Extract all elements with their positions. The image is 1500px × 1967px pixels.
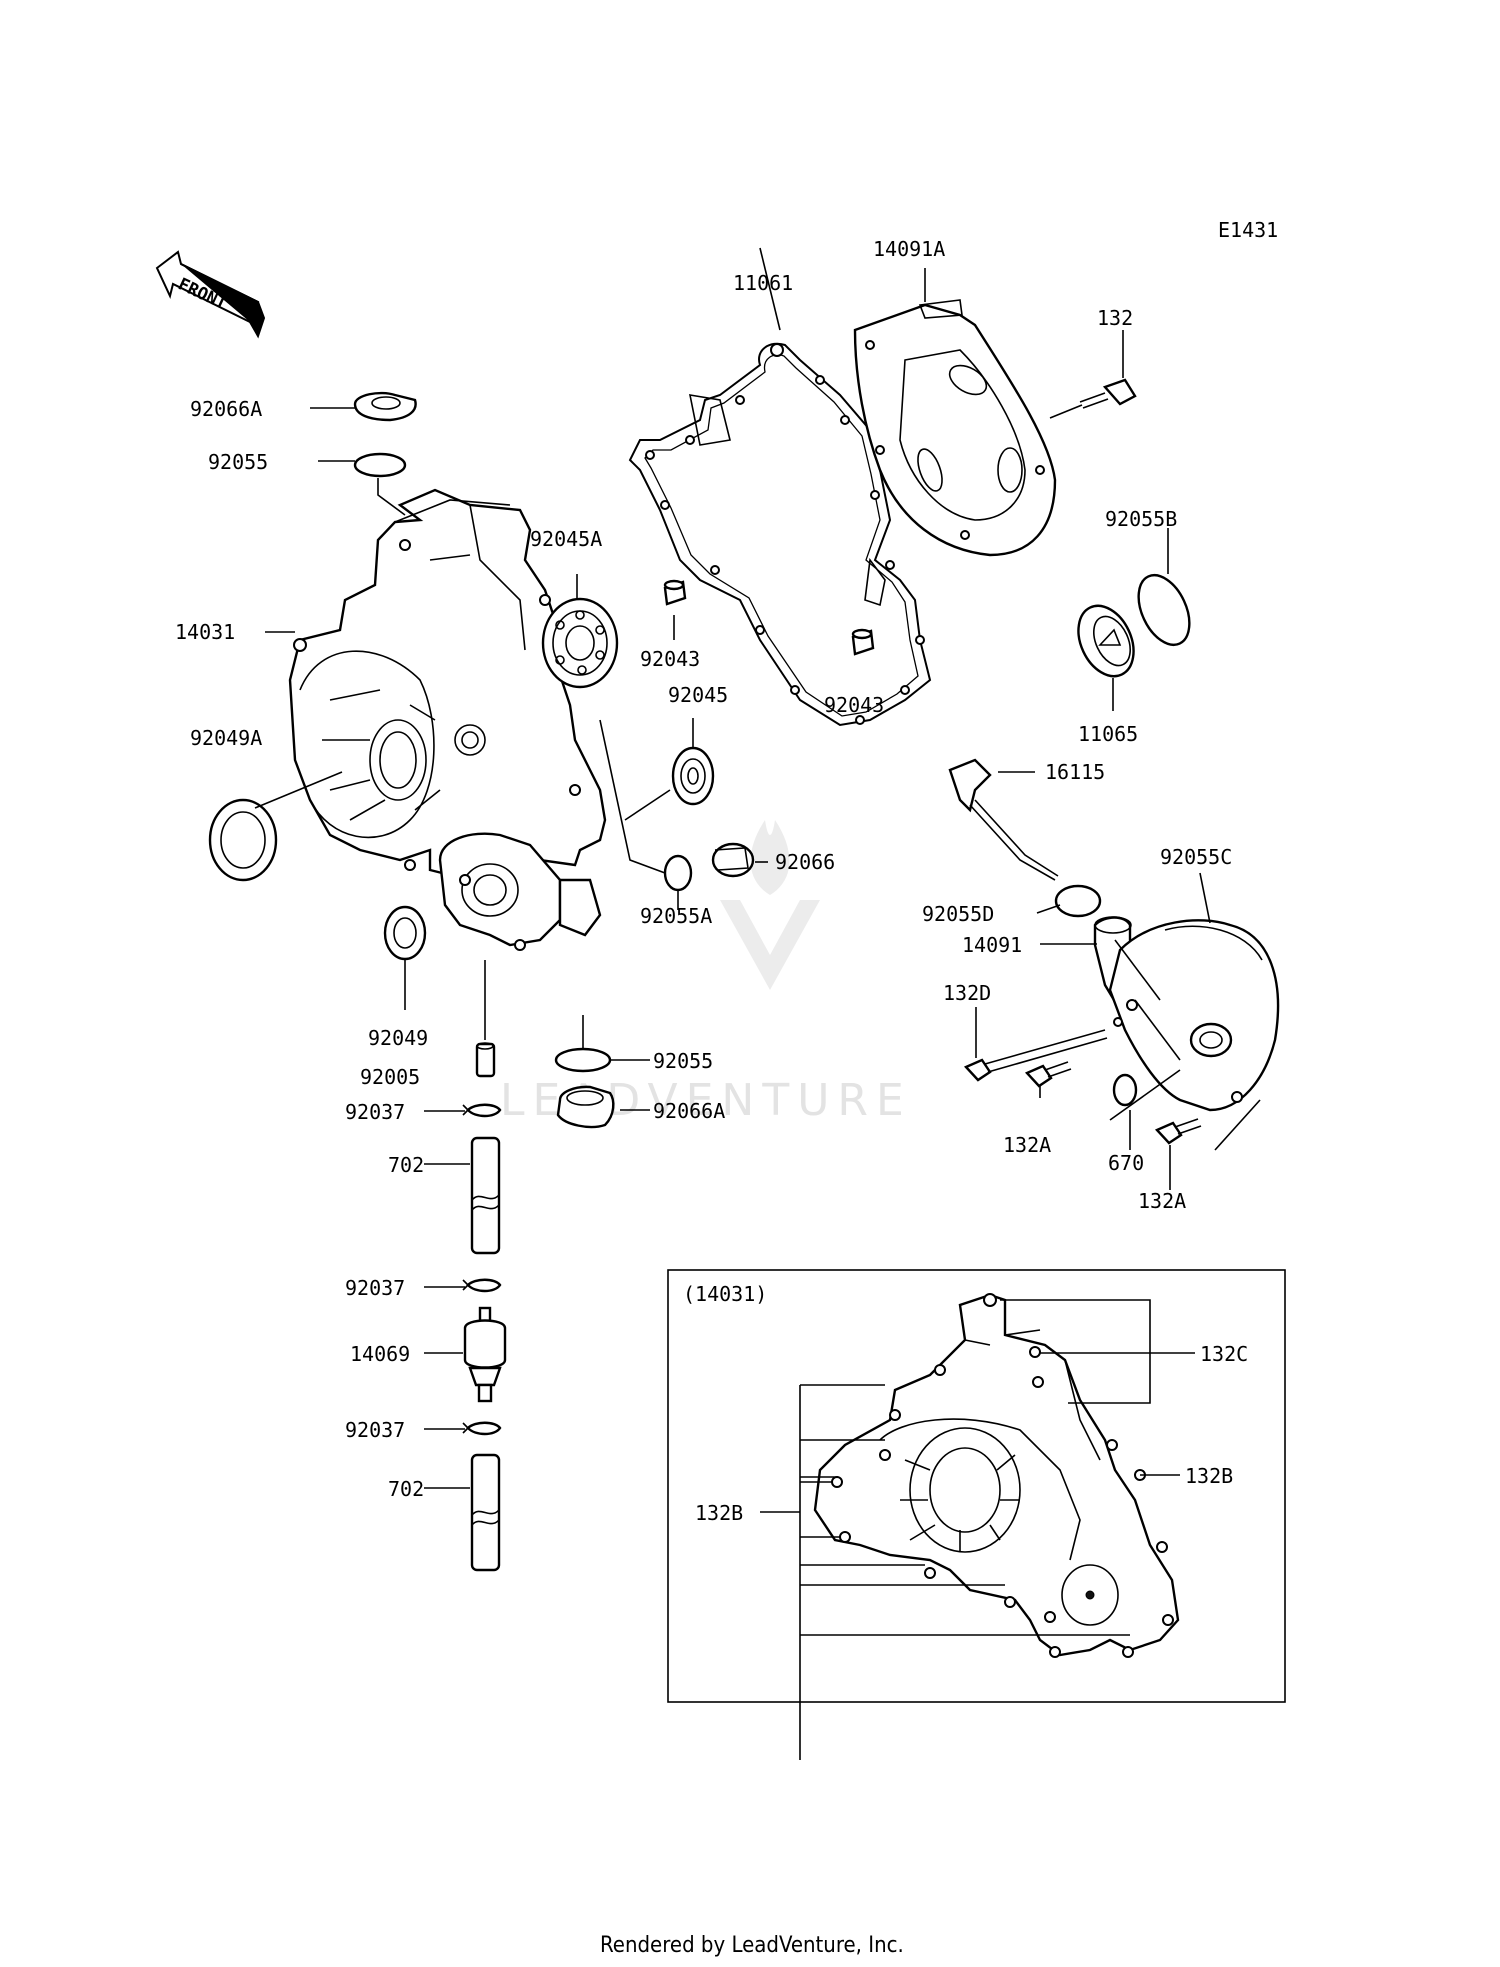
callout-92043-left[interactable]: 92043 xyxy=(640,647,700,671)
crankcase-cover-14031 xyxy=(288,488,607,951)
bolt-132A-a xyxy=(1024,1061,1072,1088)
callout-92055C[interactable]: 92055C xyxy=(1160,845,1232,869)
callout-132[interactable]: 132 xyxy=(1097,306,1133,330)
plug-92066 xyxy=(711,842,755,878)
callout-132C[interactable]: 132C xyxy=(1200,1342,1248,1366)
fitting-92005 xyxy=(475,1042,496,1078)
clamp-92037-a xyxy=(462,1103,502,1118)
callout-92005[interactable]: 92005 xyxy=(360,1065,420,1089)
bolt-132 xyxy=(1079,378,1137,409)
callout-14091[interactable]: 14091 xyxy=(962,933,1022,957)
callout-16115[interactable]: 16115 xyxy=(1045,760,1105,784)
inset-title: (14031) xyxy=(683,1282,767,1306)
callout-14031[interactable]: 14031 xyxy=(175,620,235,644)
clamp-92037-b xyxy=(462,1278,502,1293)
callout-132A-b[interactable]: 132A xyxy=(1138,1189,1186,1213)
callout-670[interactable]: 670 xyxy=(1108,1151,1144,1175)
o-ring-92055D xyxy=(1054,884,1102,918)
bolt-132D xyxy=(963,1029,1108,1082)
dowel-pin-92043-right xyxy=(851,628,875,656)
filter-14069 xyxy=(463,1306,507,1403)
callout-132B-right[interactable]: 132B xyxy=(1185,1464,1233,1488)
cover-92055C xyxy=(1108,919,1280,1112)
o-ring-92055A xyxy=(663,854,693,892)
hose-702-b xyxy=(470,1453,501,1572)
callout-14091A[interactable]: 14091A xyxy=(873,237,945,261)
dowel-pin-92043-left xyxy=(663,579,687,606)
callout-11061[interactable]: 11061 xyxy=(733,271,793,295)
callout-132A-a[interactable]: 132A xyxy=(1003,1133,1051,1157)
callout-92043-right[interactable]: 92043 xyxy=(824,693,884,717)
callout-92055-bottom[interactable]: 92055 xyxy=(653,1049,713,1073)
callout-11065[interactable]: 11065 xyxy=(1078,722,1138,746)
callout-92045[interactable]: 92045 xyxy=(668,683,728,707)
inset-crankcase-cover xyxy=(813,1293,1180,1658)
callout-92066[interactable]: 92066 xyxy=(775,850,835,874)
oil-seal-92049 xyxy=(383,905,427,961)
callout-92066A-top[interactable]: 92066A xyxy=(190,397,262,421)
callout-92045A[interactable]: 92045A xyxy=(530,527,602,551)
cover-14091A xyxy=(853,299,1057,557)
o-ring-670 xyxy=(1112,1073,1138,1107)
cap-11065 xyxy=(1077,604,1135,678)
leader-lines xyxy=(254,247,1261,1760)
callout-702-a[interactable]: 702 xyxy=(388,1153,424,1177)
callout-92055B[interactable]: 92055B xyxy=(1105,507,1177,531)
bearing-92045A xyxy=(541,597,619,689)
callout-92049A[interactable]: 92049A xyxy=(190,726,262,750)
callout-132D[interactable]: 132D xyxy=(943,981,991,1005)
callout-92037-a[interactable]: 92037 xyxy=(345,1100,405,1124)
o-ring-92055-top xyxy=(353,452,407,478)
callout-92037-c[interactable]: 92037 xyxy=(345,1418,405,1442)
watermark: LEADVENTURE xyxy=(500,820,904,1126)
plug-92066A-bottom xyxy=(556,1085,615,1129)
callout-92037-b[interactable]: 92037 xyxy=(345,1276,405,1300)
bolt-132A-b xyxy=(1154,1118,1202,1145)
hose-702-a xyxy=(470,1136,501,1255)
clamp-92037-c xyxy=(462,1421,502,1436)
oil-seal-92049A xyxy=(208,798,278,882)
o-ring-92055-bottom xyxy=(554,1047,612,1073)
callout-132B-left[interactable]: 132B xyxy=(695,1501,743,1525)
callout-92049[interactable]: 92049 xyxy=(368,1026,428,1050)
callout-702-b[interactable]: 702 xyxy=(388,1477,424,1501)
callout-92066A-bottom[interactable]: 92066A xyxy=(653,1099,725,1123)
callout-92055D[interactable]: 92055D xyxy=(922,902,994,926)
callout-92055-top[interactable]: 92055 xyxy=(208,450,268,474)
bearing-92045 xyxy=(671,746,715,806)
gasket-11061 xyxy=(628,342,932,727)
diagram-code: E1431 xyxy=(1218,218,1278,242)
front-arrow-icon: FRONT xyxy=(155,250,266,339)
callout-92055A[interactable]: 92055A xyxy=(640,904,712,928)
o-ring-92055B xyxy=(1137,574,1191,646)
callout-14069[interactable]: 14069 xyxy=(350,1342,410,1366)
dipstick-16115 xyxy=(948,758,1059,881)
inset-box xyxy=(667,1269,1286,1703)
footer-credit: Rendered by LeadVenture, Inc. xyxy=(600,1933,904,1958)
plug-92066A-top xyxy=(353,391,417,422)
